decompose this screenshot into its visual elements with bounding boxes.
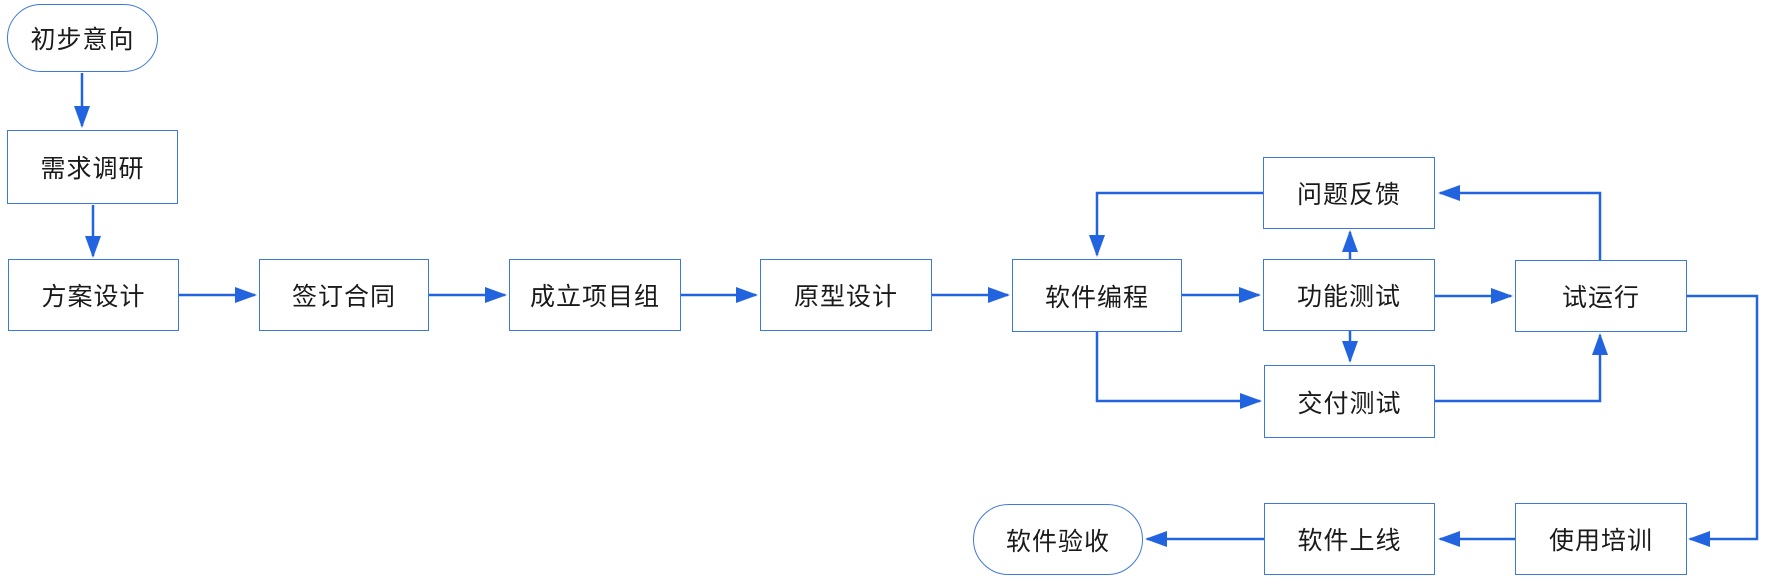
node-establish-project-team: 成立项目组 (509, 259, 681, 331)
edge-software-programming-to-delivery-testing (1095, 332, 1262, 409)
edge-delivery-testing-to-trial-run (1435, 333, 1608, 403)
node-solution-design: 方案设计 (8, 259, 179, 331)
node-prototype-design: 原型设计 (760, 259, 932, 331)
node-trial-run: 试运行 (1515, 260, 1687, 332)
node-requirements-research: 需求调研 (7, 130, 178, 204)
edge-problem-feedback-to-software-programming (1089, 191, 1263, 257)
node-software-programming: 软件编程 (1012, 259, 1182, 332)
edge-trial-run-to-problem-feedback (1438, 185, 1602, 260)
edge-trial-run-to-usage-training (1687, 294, 1759, 547)
node-software-launch: 软件上线 (1264, 503, 1435, 575)
node-usage-training: 使用培训 (1515, 503, 1687, 575)
node-problem-feedback: 问题反馈 (1263, 157, 1435, 229)
node-function-testing: 功能测试 (1263, 259, 1435, 331)
node-sign-contract: 签订合同 (259, 259, 429, 331)
node-initial-intent: 初步意向 (7, 4, 158, 72)
node-software-acceptance: 软件验收 (973, 504, 1143, 575)
node-delivery-testing: 交付测试 (1264, 365, 1435, 438)
